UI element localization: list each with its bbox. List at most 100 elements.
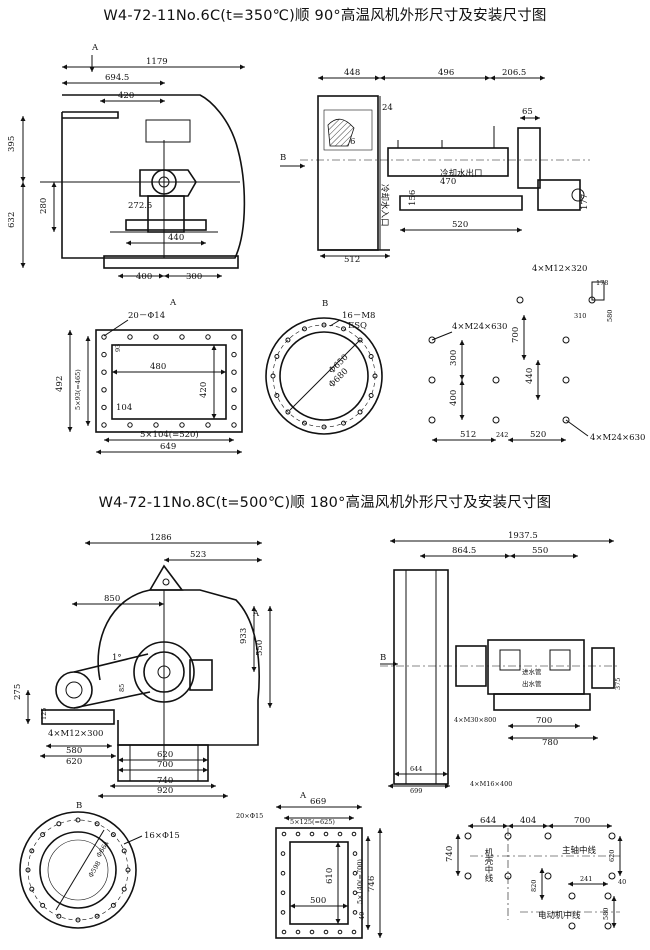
cooling-outlet-label: 冷却水出口 bbox=[440, 168, 483, 179]
pipe-out-label: 出水管 bbox=[522, 679, 542, 688]
dim-523: 523 bbox=[190, 550, 206, 560]
bolt-hole bbox=[231, 422, 237, 428]
bolt-hole bbox=[341, 326, 347, 332]
no6-side-view: 448 496 206.5 B 24 6 65 470 冷却水出口 冷却水入口 … bbox=[280, 68, 590, 265]
dim-65: 65 bbox=[522, 107, 533, 117]
title-no8: W4-72-11No.8C(t=500℃)顺 180°高温风机外形尺寸及安装尺寸… bbox=[98, 495, 552, 511]
bolt-hole bbox=[301, 420, 307, 426]
dim-470: 470 bbox=[440, 177, 456, 187]
bolt-hole bbox=[604, 922, 612, 930]
dim-206: 206.5 bbox=[502, 68, 526, 78]
bolt-hole bbox=[75, 817, 81, 823]
no6-base-bolt-holes bbox=[428, 296, 596, 424]
dim-649: 649 bbox=[160, 442, 176, 452]
dim-740: 740 bbox=[157, 776, 173, 786]
bolt-hole bbox=[101, 369, 107, 375]
bolt-hole bbox=[464, 872, 472, 880]
bolt-hole bbox=[153, 334, 159, 340]
no8-side-view: 1937.5 864.5 550 B 进水管 出水管 4×M30×800 700… bbox=[380, 531, 622, 795]
bolt-hole bbox=[231, 369, 237, 375]
no6-base-plan: 4×M12×320 178 310 580 4×M24×630 700 300 … bbox=[431, 264, 645, 443]
bolt-hole bbox=[357, 337, 363, 343]
bolt-hole bbox=[516, 296, 524, 304]
dim-512: 512 bbox=[460, 430, 476, 440]
dim-300: 300 bbox=[449, 350, 459, 366]
bolt-hole bbox=[280, 851, 286, 856]
bolt-hole bbox=[121, 848, 127, 854]
dim-280: 280 bbox=[39, 198, 49, 214]
bolt-hole bbox=[562, 376, 570, 384]
bolt-hole bbox=[562, 416, 570, 424]
bolt-hole bbox=[94, 913, 100, 919]
bolt-hole bbox=[25, 867, 31, 873]
bolt-hole bbox=[368, 353, 374, 359]
bolt-hole bbox=[323, 929, 329, 935]
bolt-hole bbox=[544, 872, 552, 880]
bolt-hole bbox=[280, 870, 286, 876]
bolt-hole bbox=[281, 831, 287, 837]
bolt-hole bbox=[428, 416, 436, 424]
dim-5x125: 5×125(=625) bbox=[290, 818, 335, 826]
no8-front-view: 1286 523 850 A 275 125 4×M12×300 580 620… bbox=[13, 533, 273, 799]
dim-700: 700 bbox=[157, 760, 173, 770]
bolt-hole bbox=[179, 334, 185, 340]
no8-outlet-flange: A 669 20×Φ15 5×125(=625) 610 5×140(=700)… bbox=[236, 791, 383, 939]
bolt-hole bbox=[231, 351, 237, 358]
bolt-hole bbox=[101, 422, 107, 428]
dim-496: 496 bbox=[438, 68, 454, 78]
dim-620a: 620 bbox=[66, 757, 82, 767]
bolt-hole bbox=[301, 326, 307, 332]
bolt-hole bbox=[368, 393, 374, 399]
no6-outlet-flange: A 20－Φ14 492 5×93(=465) 93 480 420 104 5… bbox=[55, 298, 243, 455]
bolt-hole bbox=[352, 870, 358, 876]
no6-outlet-bolt-holes bbox=[101, 334, 237, 428]
dim-746: 746 bbox=[367, 876, 377, 892]
dim-5x104: 5×104(=520) bbox=[140, 429, 199, 440]
shaft-centerline: 主轴中线 bbox=[562, 845, 597, 856]
dim-420: 420 bbox=[199, 382, 209, 398]
dim-933: 933 bbox=[239, 628, 249, 644]
dim-395: 395 bbox=[7, 136, 17, 152]
dim-700: 700 bbox=[511, 327, 521, 343]
bolt-hole bbox=[341, 420, 347, 426]
dim-644b: 644 bbox=[480, 816, 496, 826]
no8-side-bolt2: 4×M16×400 bbox=[470, 780, 512, 788]
bolt-hole bbox=[352, 910, 358, 915]
dim-580: 580 bbox=[66, 746, 82, 756]
dim-420: 420 bbox=[118, 91, 134, 101]
dim-520: 520 bbox=[530, 430, 546, 440]
bolt-hole bbox=[608, 832, 616, 840]
bolt-hole bbox=[110, 832, 116, 838]
inlet-esq: ESQ bbox=[348, 321, 367, 331]
bolt-hole bbox=[274, 353, 280, 359]
bolt-hole bbox=[295, 831, 301, 837]
dim-300: 300 bbox=[186, 272, 202, 282]
dim-644s: 644 bbox=[410, 765, 422, 773]
bolt-hole bbox=[179, 422, 185, 428]
view-b-label: B bbox=[280, 153, 286, 163]
casing-centerline: 机壳中线 bbox=[483, 847, 493, 882]
bolt-hole bbox=[101, 334, 107, 340]
bolt-hole bbox=[588, 296, 596, 304]
dim-580: 580 bbox=[606, 310, 614, 322]
no8-side-bolt1: 4×M30×800 bbox=[454, 716, 496, 724]
dim-125: 125 bbox=[40, 708, 48, 720]
bolt-hole bbox=[101, 351, 107, 358]
title-no6: W4-72-11No.6C(t=350℃)顺 90°高温风机外形尺寸及安装尺寸图 bbox=[103, 8, 547, 24]
bolt-hole bbox=[604, 892, 612, 900]
outlet-holes: 20－Φ14 bbox=[128, 311, 165, 321]
dim-1179: 1179 bbox=[146, 57, 168, 67]
bolt-hole bbox=[321, 322, 327, 328]
bolt-hole bbox=[321, 424, 327, 430]
bolt-hole bbox=[352, 851, 358, 856]
view-a-label: A bbox=[91, 43, 99, 53]
no6-inlet-flange: B 16－M8 ESQ Φ650 Φ680 bbox=[265, 299, 383, 435]
bolt-hole bbox=[127, 334, 133, 340]
bolt-hole bbox=[274, 393, 280, 399]
no8-view-a: A bbox=[252, 609, 260, 619]
bolt-hole bbox=[504, 872, 512, 880]
bolt-hole bbox=[492, 416, 500, 424]
angle-1: 1° bbox=[112, 653, 122, 663]
bolt-hole bbox=[281, 929, 287, 935]
